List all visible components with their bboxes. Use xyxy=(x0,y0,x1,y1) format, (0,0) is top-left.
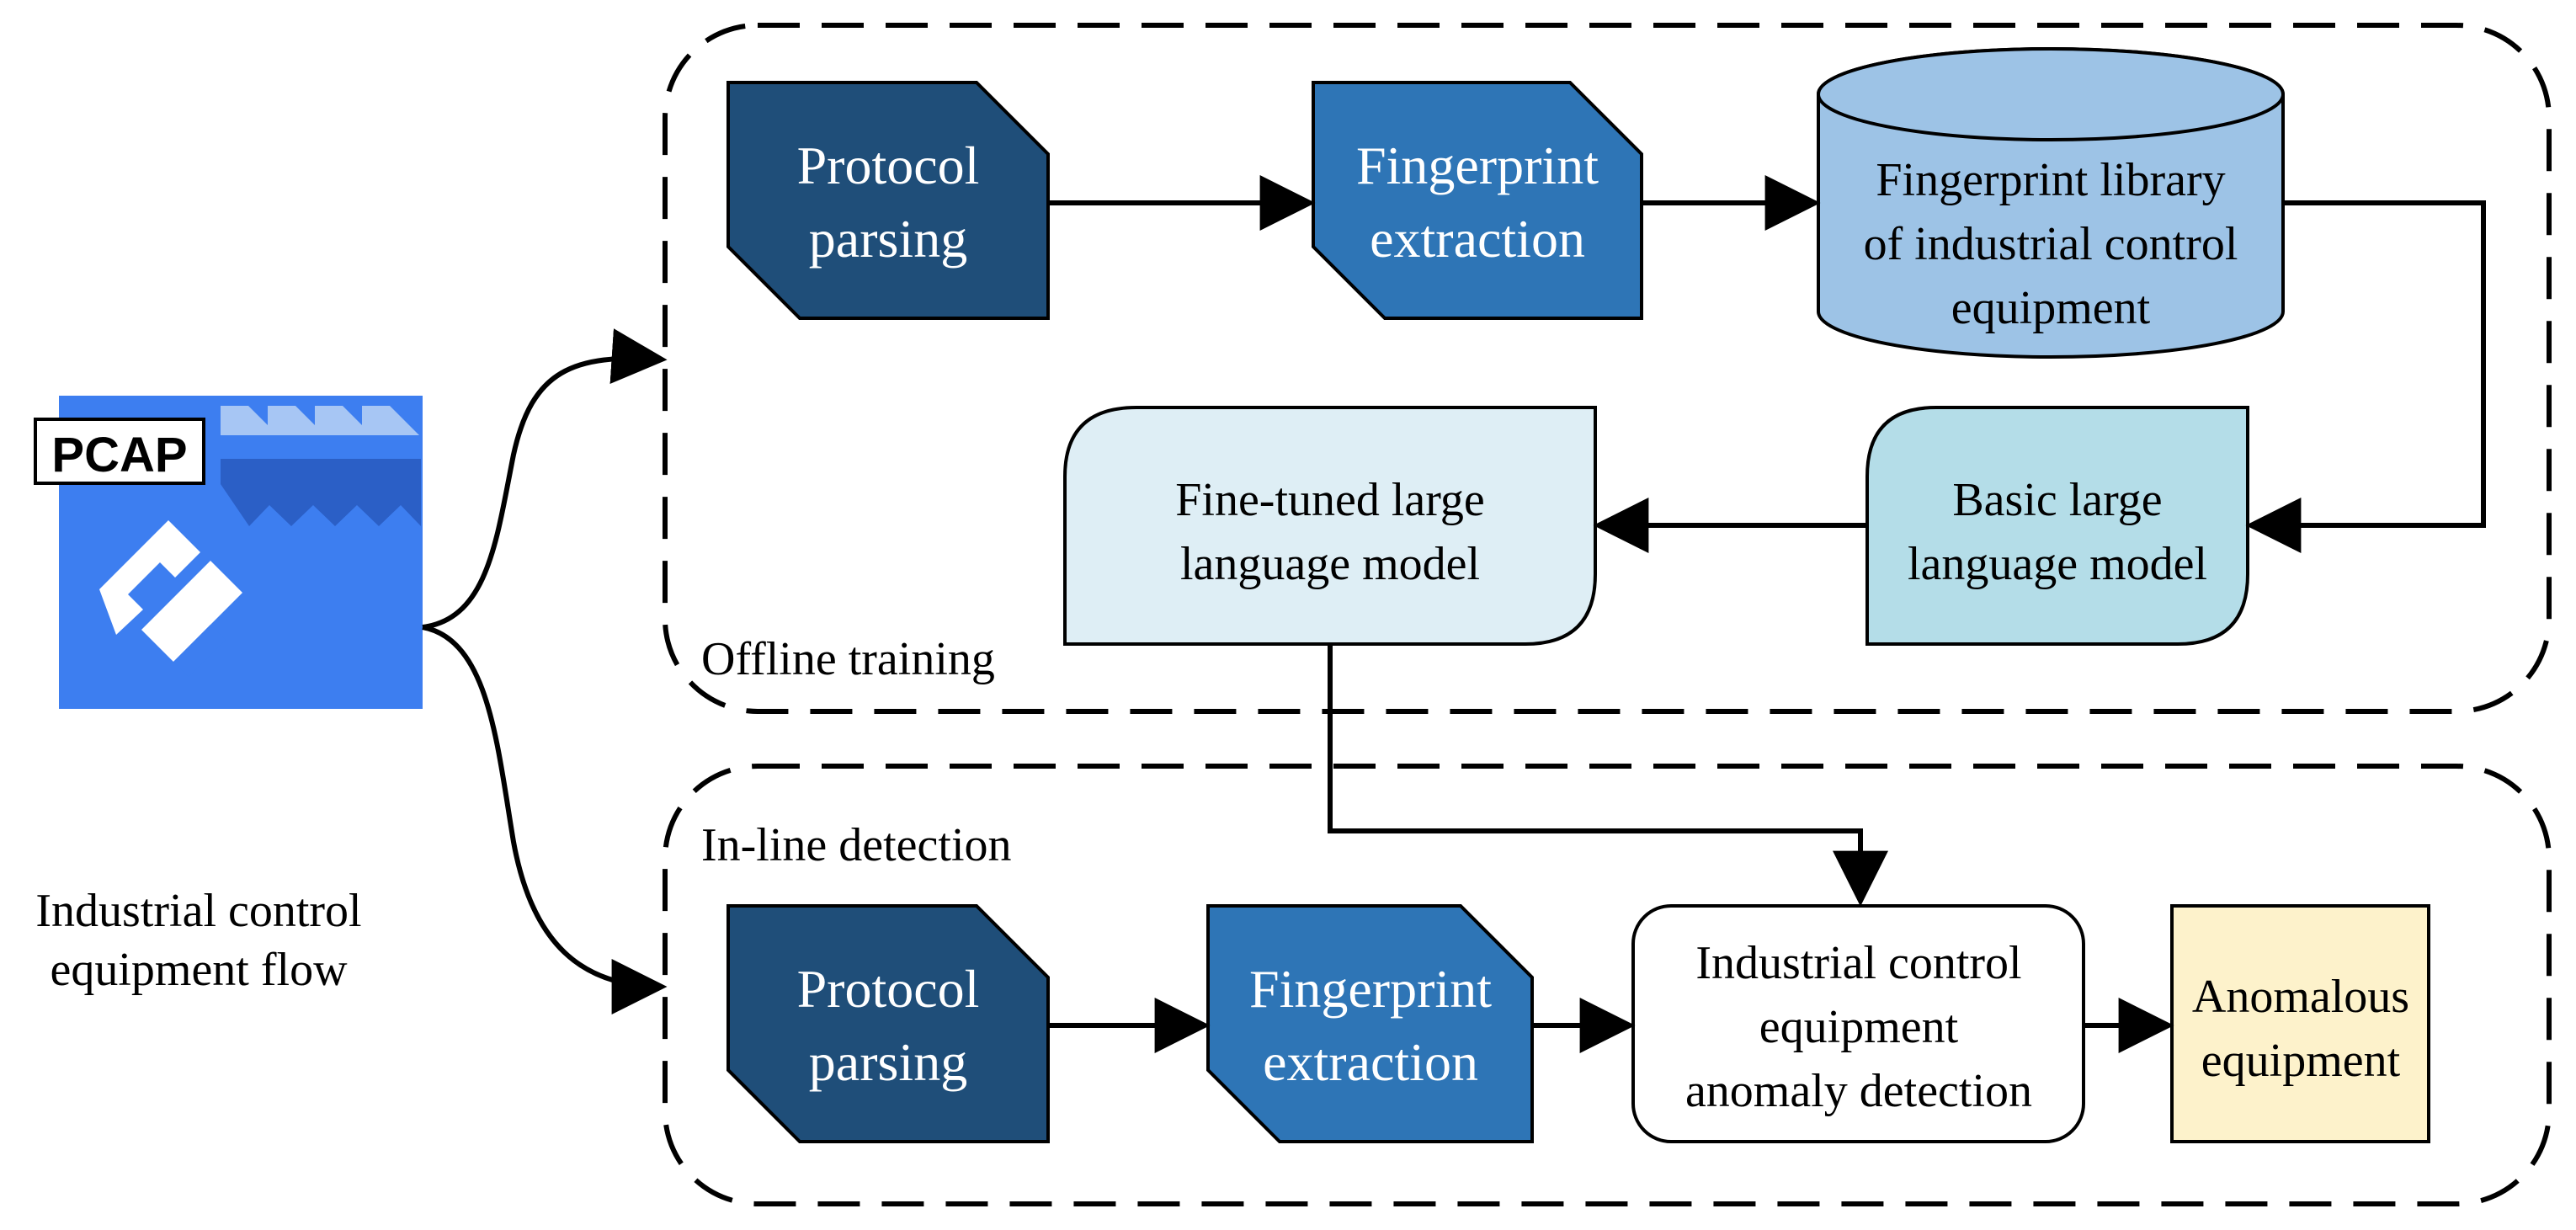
basic-llm-line1: Basic large xyxy=(1952,474,2162,526)
branch-to-inline xyxy=(422,625,668,1014)
inline-fingerprint-extraction-line1: Fingerprint xyxy=(1249,959,1492,1019)
basic-llm-line2: language model xyxy=(1908,538,2207,590)
inline-detection-frame xyxy=(663,764,2552,1206)
anomaly-detection-line1: Industrial control xyxy=(1695,937,2021,989)
offline-protocol-parsing-line2: parsing xyxy=(809,209,967,269)
finetuned-llm-box: Fine-tuned large language model xyxy=(1063,406,1597,646)
basic-llm-box: Basic large language model xyxy=(1865,406,2249,646)
pcap-file-icon: PCAP xyxy=(34,396,423,709)
pcap-badge: PCAP xyxy=(51,428,187,482)
inline-fingerprint-extraction-line2: extraction xyxy=(1263,1032,1478,1092)
inline-protocol-parsing-line1: Protocol xyxy=(797,959,980,1019)
offline-protocol-parsing-box: Protocol parsing xyxy=(726,81,1050,320)
input-caption-line2: equipment flow xyxy=(50,944,348,996)
fingerprint-library-line2: of industrial control xyxy=(1864,218,2238,270)
finetuned-llm-line2: language model xyxy=(1180,538,1480,590)
anomaly-detection-box: Industrial control equipment anomaly det… xyxy=(1631,904,2085,1143)
fingerprint-library-line1: Fingerprint library xyxy=(1876,154,2225,206)
inline-protocol-parsing-line2: parsing xyxy=(809,1032,967,1092)
anomalous-equipment-line1: Anomalous xyxy=(2192,971,2409,1023)
anomaly-detection-line3: anomaly detection xyxy=(1685,1065,2032,1117)
finetuned-llm-line1: Fine-tuned large xyxy=(1175,474,1485,526)
anomalous-equipment-box: Anomalous equipment xyxy=(2170,904,2430,1143)
arrow-library-to-basic-llm xyxy=(2245,200,2486,553)
offline-fingerprint-extraction-box: Fingerprint extraction xyxy=(1312,81,1643,320)
fingerprint-library-line3: equipment xyxy=(1951,282,2151,334)
offline-fingerprint-extraction-line1: Fingerprint xyxy=(1356,136,1599,195)
arrow-finetuned-to-detection xyxy=(1328,644,1888,907)
fingerprint-library-cylinder: Fingerprint library of industrial contro… xyxy=(1817,47,2285,359)
input-caption-line1: Industrial control xyxy=(35,885,361,937)
anomalous-equipment-line2: equipment xyxy=(2201,1035,2401,1087)
offline-training-frame xyxy=(663,23,2552,714)
anomaly-detection-line2: equipment xyxy=(1759,1001,1959,1053)
inline-protocol-parsing-box: Protocol parsing xyxy=(726,904,1050,1143)
offline-protocol-parsing-line1: Protocol xyxy=(797,136,980,195)
offline-fingerprint-extraction-line2: extraction xyxy=(1370,209,1585,269)
inline-fingerprint-extraction-box: Fingerprint extraction xyxy=(1206,904,1534,1143)
inline-detection-label: In-line detection xyxy=(701,819,1012,871)
offline-training-label: Offline training xyxy=(701,633,995,685)
branch-to-offline xyxy=(422,328,668,630)
